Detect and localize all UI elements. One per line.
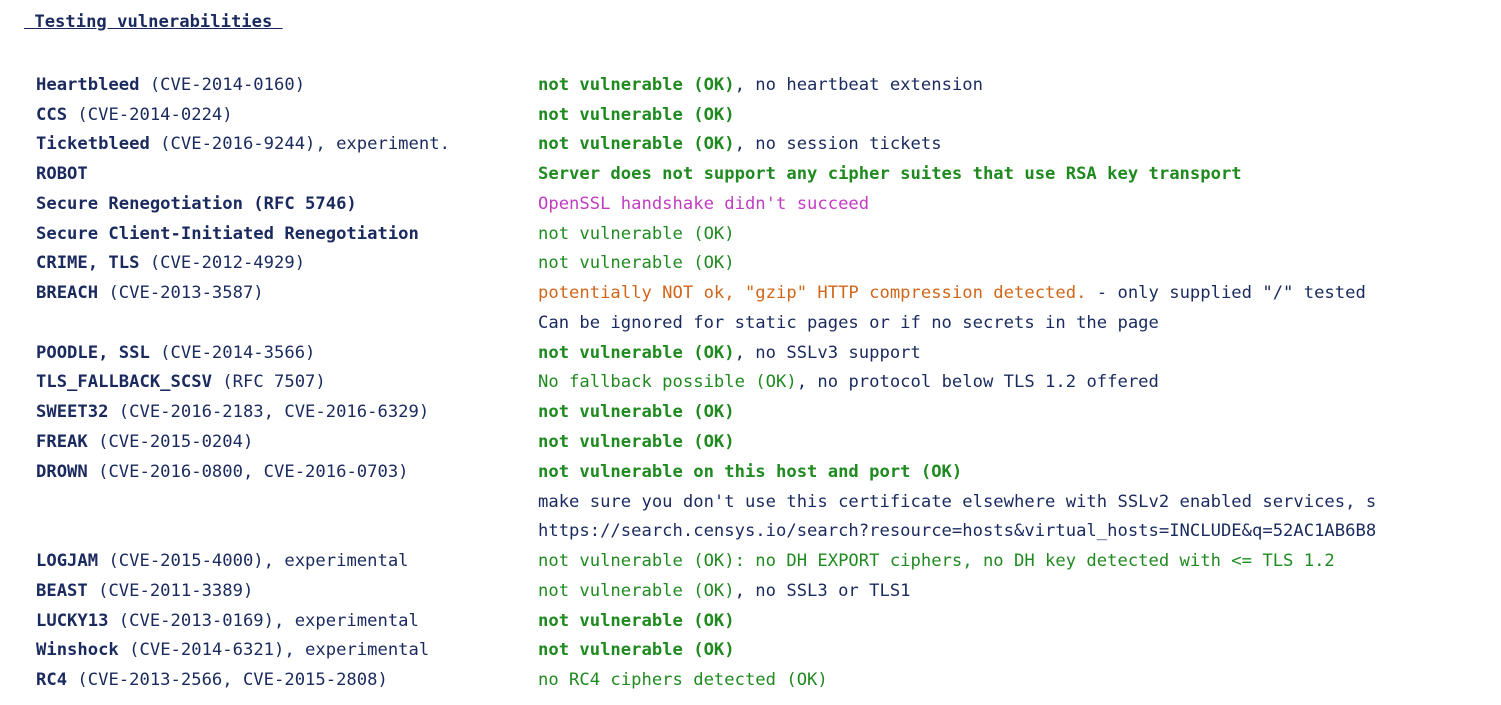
vuln-result: not vulnerable (OK)	[538, 581, 735, 601]
vuln-ref: (CVE-2012-4929)	[139, 253, 306, 273]
vuln-row-beast: BEAST (CVE-2011-3389) not vulnerable (OK…	[0, 576, 911, 606]
vuln-result: not vulnerable (OK)	[538, 640, 735, 660]
vuln-row-logjam: LOGJAM (CVE-2015-4000), experimental not…	[0, 546, 1335, 576]
vuln-result: potentially NOT ok, "gzip" HTTP compress…	[538, 283, 1087, 303]
vuln-result: not vulnerable (OK): no DH EXPORT cipher…	[538, 551, 1335, 571]
vuln-note: , no heartbeat extension	[734, 75, 983, 95]
vuln-name: POODLE, SSL	[36, 343, 150, 363]
vuln-row-freak: FREAK (CVE-2015-0204) not vulnerable (OK…	[0, 427, 735, 457]
vuln-name: Winshock	[36, 640, 119, 660]
vuln-ref: (CVE-2011-3389)	[87, 581, 254, 601]
vuln-row-tls-fallback: TLS_FALLBACK_SCSV (RFC 7507) No fallback…	[0, 367, 1159, 397]
vuln-name: Ticketbleed	[36, 134, 150, 154]
vuln-name: RC4	[36, 670, 68, 690]
vuln-result: not vulnerable (OK)	[538, 224, 735, 244]
vuln-note: , no session tickets	[734, 134, 942, 154]
vuln-row-ticketbleed: Ticketbleed (CVE-2016-9244), experiment.…	[0, 129, 942, 159]
vuln-name: FREAK	[36, 432, 88, 452]
vuln-note: , no SSLv3 support	[734, 343, 921, 363]
vuln-result: not vulnerable (OK)	[538, 134, 735, 154]
vuln-row-crime: CRIME, TLS (CVE-2012-4929) not vulnerabl…	[0, 248, 735, 278]
vuln-row-drown-note: make sure you don't use this certificate…	[0, 487, 1376, 517]
vuln-ref: (CVE-2016-9244), experiment.	[149, 134, 450, 154]
vuln-name: LOGJAM	[36, 551, 99, 571]
vuln-row-poodle: POODLE, SSL (CVE-2014-3566) not vulnerab…	[0, 338, 921, 368]
vuln-name: DROWN	[36, 462, 88, 482]
vuln-ref: (CVE-2015-0204)	[87, 432, 254, 452]
vuln-result: not vulnerable (OK)	[538, 402, 735, 422]
vuln-result: not vulnerable (OK)	[538, 343, 735, 363]
vuln-ref: (CVE-2014-0224)	[67, 105, 233, 125]
vuln-ref: (CVE-2014-0160)	[139, 75, 306, 95]
vuln-result: Server does not support any cipher suite…	[538, 164, 1242, 184]
vuln-ref: (CVE-2013-0169), experimental	[108, 611, 419, 631]
vuln-result: not vulnerable (OK)	[538, 253, 735, 273]
vuln-name: SWEET32	[36, 402, 109, 422]
vuln-name: Secure Client-Initiated Renegotiation	[36, 224, 419, 244]
vuln-row-lucky13: LUCKY13 (CVE-2013-0169), experimental no…	[0, 606, 735, 636]
vuln-name: CCS	[36, 105, 68, 125]
vuln-result: not vulnerable (OK)	[538, 611, 735, 631]
vuln-ref: (CVE-2013-3587)	[98, 283, 264, 303]
vuln-ref: (CVE-2015-4000), experimental	[98, 551, 409, 571]
vuln-row-robot: ROBOT Server does not support any cipher…	[0, 159, 1242, 189]
vuln-name: ROBOT	[36, 164, 88, 184]
censys-link: https://search.censys.io/search?resource…	[538, 521, 1377, 541]
vuln-row-secure-renegotiation: Secure Renegotiation (RFC 5746) OpenSSL …	[0, 189, 869, 219]
vuln-note: - only supplied "/" tested	[1086, 283, 1366, 303]
vuln-ref: (RFC 7507)	[211, 372, 326, 392]
vuln-name: LUCKY13	[36, 611, 109, 631]
vuln-name: TLS_FALLBACK_SCSV	[36, 372, 212, 392]
vuln-ref: (CVE-2016-0800, CVE-2016-0703)	[87, 462, 409, 482]
vuln-ref: (CVE-2013-2566, CVE-2015-2808)	[67, 670, 388, 690]
vuln-row-breach-note: Can be ignored for static pages or if no…	[0, 308, 1159, 338]
vuln-result: No fallback possible (OK)	[538, 372, 797, 392]
vuln-result: not vulnerable (OK)	[538, 105, 735, 125]
vuln-ref: (CVE-2016-2183, CVE-2016-6329)	[108, 402, 430, 422]
vuln-row-heartbleed: Heartbleed (CVE-2014-0160) not vulnerabl…	[0, 70, 983, 100]
vuln-name: Heartbleed	[36, 75, 140, 95]
vuln-row-drown: DROWN (CVE-2016-0800, CVE-2016-0703) not…	[0, 457, 962, 487]
vuln-name: BEAST	[36, 581, 88, 601]
vuln-result: no RC4 ciphers detected (OK)	[538, 670, 828, 690]
vuln-result: not vulnerable (OK)	[538, 432, 735, 452]
vuln-row-client-renegotiation: Secure Client-Initiated Renegotiation no…	[0, 219, 735, 249]
vuln-result: not vulnerable (OK)	[538, 75, 735, 95]
vuln-name: BREACH	[36, 283, 99, 303]
vuln-name: CRIME, TLS	[36, 253, 140, 273]
vuln-row-sweet32: SWEET32 (CVE-2016-2183, CVE-2016-6329) n…	[0, 397, 735, 427]
vuln-note: , no protocol below TLS 1.2 offered	[796, 372, 1159, 392]
section-heading: Testing vulnerabilities	[24, 12, 283, 32]
vuln-result: not vulnerable on this host and port (OK…	[538, 462, 963, 482]
vuln-row-winshock: Winshock (CVE-2014-6321), experimental n…	[0, 635, 735, 665]
vuln-name: Secure Renegotiation (RFC 5746)	[36, 194, 357, 214]
vuln-note: make sure you don't use this certificate…	[538, 492, 1377, 512]
vuln-note: , no SSL3 or TLS1	[734, 581, 911, 601]
vuln-ref: (CVE-2014-3566)	[149, 343, 316, 363]
vuln-note: Can be ignored for static pages or if no…	[538, 313, 1159, 333]
vuln-row-drown-link: https://search.censys.io/search?resource…	[0, 516, 1376, 546]
vuln-row-breach: BREACH (CVE-2013-3587) potentially NOT o…	[0, 278, 1366, 308]
vuln-result: OpenSSL handshake didn't succeed	[538, 194, 870, 214]
vuln-ref: (CVE-2014-6321), experimental	[118, 640, 430, 660]
vuln-row-rc4: RC4 (CVE-2013-2566, CVE-2015-2808) no RC…	[0, 665, 828, 695]
vuln-row-ccs: CCS (CVE-2014-0224) not vulnerable (OK)	[0, 100, 735, 130]
